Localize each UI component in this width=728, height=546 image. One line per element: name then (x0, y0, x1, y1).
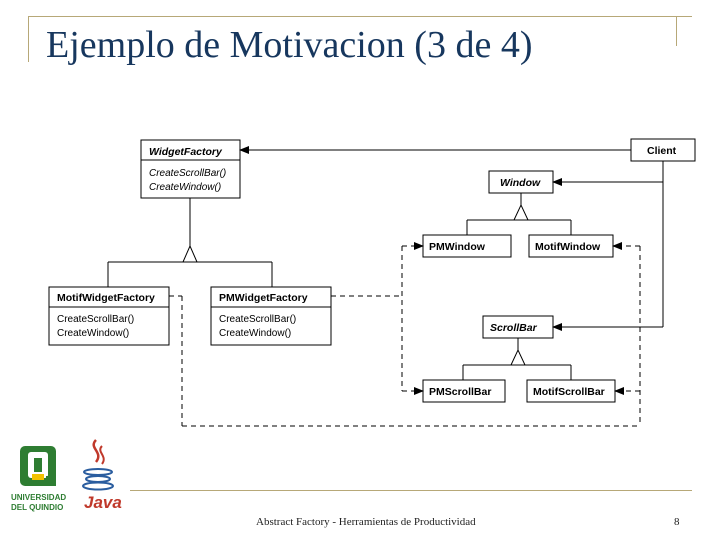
java-logo: Java (82, 439, 122, 512)
pm-widget-factory-op: CreateWindow() (219, 328, 291, 339)
right-tick (676, 16, 677, 46)
widget-factory-op: CreateWindow() (149, 182, 221, 193)
university-logo (20, 446, 56, 486)
slide-title: Ejemplo de Motivacion (3 de 4) (46, 24, 533, 66)
scroll-bar-name: ScrollBar (490, 322, 538, 334)
pm-window-class: PMWindow (422, 234, 512, 258)
motif-widget-factory-op: CreateScrollBar() (57, 314, 134, 325)
university-logo-line: DEL QUINDIO (11, 503, 63, 512)
pm-window-name: PMWindow (429, 241, 486, 253)
top-rule (28, 16, 692, 17)
widget-factory-class: WidgetFactory CreateScrollBar() CreateWi… (140, 139, 241, 199)
scroll-bar-class: ScrollBar (482, 315, 554, 339)
svg-text:Java: Java (84, 493, 122, 512)
pm-widget-factory-op: CreateScrollBar() (219, 314, 296, 325)
motif-widget-factory-op: CreateWindow() (57, 328, 129, 339)
widget-factory-op: CreateScrollBar() (149, 168, 226, 179)
inheritance-scroll-bar (462, 338, 572, 380)
pm-scroll-bar-name: PMScrollBar (429, 386, 491, 398)
client-name: Client (647, 145, 677, 157)
logos: UNIVERSIDAD DEL QUINDIO Java (11, 439, 122, 512)
motif-widget-factory-name: MotifWidgetFactory (57, 292, 155, 304)
window-class: Window (488, 170, 554, 194)
pm-widget-factory-name: PMWidgetFactory (219, 292, 308, 304)
widget-factory-name: WidgetFactory (149, 146, 223, 158)
pm-scroll-bar-class: PMScrollBar (422, 379, 506, 403)
client-associations (239, 146, 664, 331)
footer-rule (130, 490, 692, 491)
motif-widget-factory-class: MotifWidgetFactory CreateScrollBar() Cre… (48, 286, 170, 346)
inheritance-widget-factory (107, 198, 273, 287)
left-rule (28, 16, 29, 62)
motif-scroll-bar-name: MotifScrollBar (533, 386, 605, 398)
page-number: 8 (674, 516, 680, 528)
footer-text: Abstract Factory - Herramientas de Produ… (256, 516, 476, 528)
motif-window-class: MotifWindow (528, 234, 614, 258)
university-logo-line: UNIVERSIDAD (11, 493, 66, 502)
create-dependencies (169, 242, 641, 427)
motif-window-name: MotifWindow (535, 241, 601, 253)
motif-scroll-bar-class: MotifScrollBar (526, 379, 616, 403)
window-name: Window (500, 177, 541, 189)
inheritance-window (466, 193, 572, 235)
client-class: Client (630, 138, 696, 162)
pm-widget-factory-class: PMWidgetFactory CreateScrollBar() Create… (210, 286, 332, 346)
